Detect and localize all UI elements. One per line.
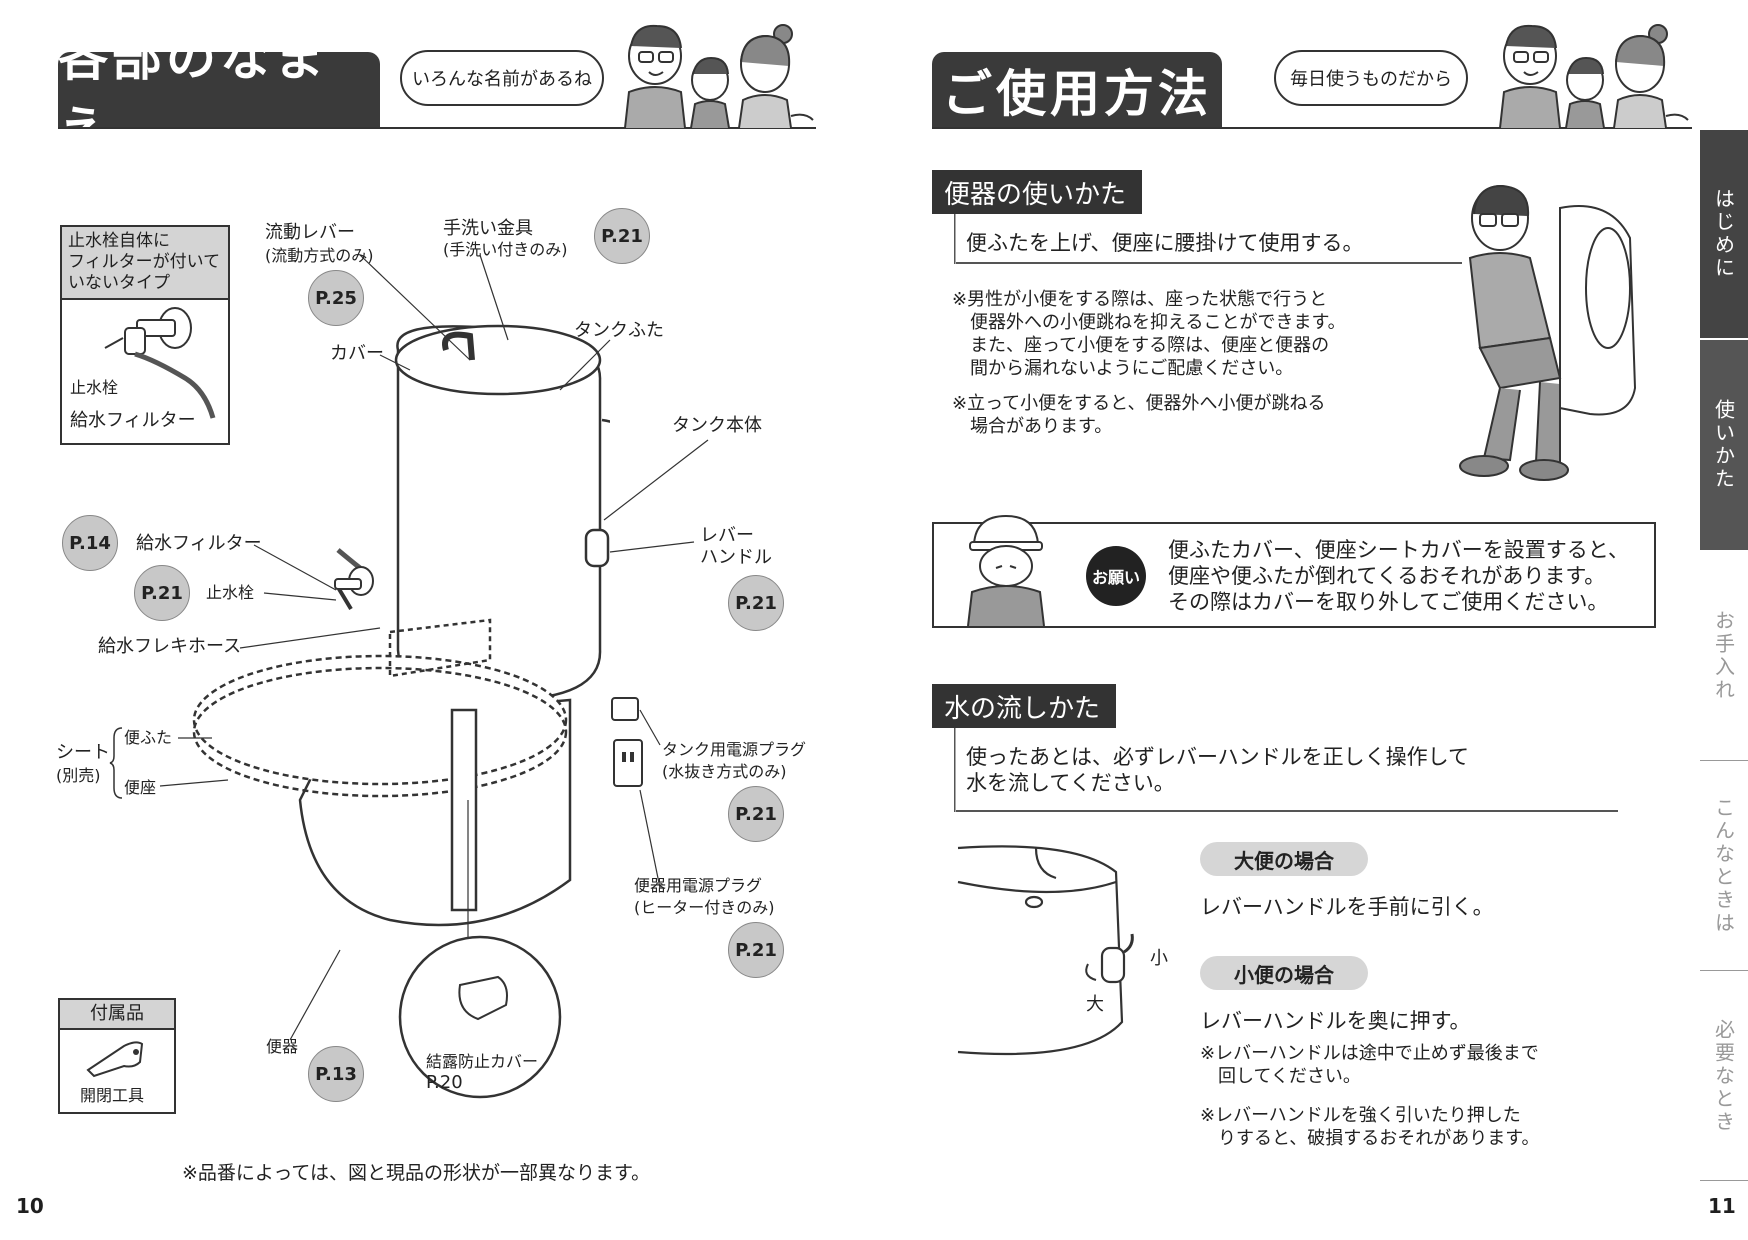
label-bowl-plug: 便器用電源プラグ [634, 876, 763, 895]
lever-mark-small: 小 [1150, 948, 1168, 969]
usage-note-1: ※男性が小便をする際は、座った状態で行うと 便器外への小便跳ねを抑えることができ… [952, 289, 1346, 379]
side-tab-care[interactable]: お手入れ [1711, 610, 1736, 702]
label-handwash: 手洗い金具 [443, 218, 533, 239]
side-tab-divider-3 [1700, 1180, 1748, 1181]
ref-bowl-plug[interactable]: P.21 [728, 922, 784, 978]
label-handwash-note: (手洗い付きのみ) [443, 240, 568, 259]
accessory-item: 開閉工具 [80, 1086, 145, 1105]
flush-bracket [954, 728, 956, 812]
small-text: レバーハンドルを奥に押す。 [1200, 1009, 1471, 1033]
pill-large: 大便の場合 [1200, 842, 1368, 876]
shutoff-valve-illustration [334, 566, 374, 611]
side-tab-usage[interactable]: 使いかた [1700, 340, 1748, 550]
request-box [932, 522, 1656, 628]
ref-lever-handle[interactable]: P.21 [728, 575, 784, 631]
label-shutoff-valve: 止水栓 [206, 583, 255, 602]
usage-lead: 便ふたを上げ、便座に腰掛けて使用する。 [966, 231, 1364, 255]
tank-plug-illustration [611, 697, 639, 721]
footnote-left: ※品番によっては、図と現品の形状が一部異なります。 [182, 1162, 651, 1184]
page-number-left: 10 [16, 1194, 44, 1218]
label-bowl-plug-note: (ヒーター付きのみ) [634, 898, 775, 917]
label-tank-plug: タンク用電源プラグ [662, 740, 807, 759]
request-text: 便ふたカバー、便座シートカバーを設置すると、 便座や便ふたが倒れてくるおそれがあ… [1168, 538, 1629, 614]
label-tank-lid: タンクふた [574, 320, 664, 341]
man-sitting-illustration [1459, 184, 1637, 481]
leader-lines [159, 254, 709, 1041]
side-tab-intro[interactable]: はじめに [1700, 130, 1748, 338]
label-seat-note: (別売) [56, 766, 101, 785]
label-supply-filter: 給水フィルター [136, 533, 262, 554]
large-text: レバーハンドルを手前に引く。 [1200, 895, 1494, 919]
flush-rule [956, 810, 1618, 812]
filter-box-heading: 止水栓自体に フィルターが付いて いないタイプ [62, 227, 228, 300]
lever-mark-large: 大 [1086, 994, 1104, 1015]
label-tank-plug-note: (水抜き方式のみ) [662, 762, 787, 781]
usage-rule [956, 262, 1462, 264]
label-bowl: 便器 [266, 1037, 299, 1056]
accessory-heading: 付属品 [60, 1000, 174, 1030]
title-rule-right [932, 127, 1692, 129]
family-illustration-right [1499, 24, 1689, 128]
label-lever-handle-1: レバー [700, 525, 754, 546]
ref-tank-plug[interactable]: P.21 [728, 786, 784, 842]
label-seat-ring: 便座 [124, 778, 157, 797]
usage-bracket [954, 214, 956, 264]
condensation-cover-circle [398, 935, 562, 1099]
filter-type-box: 止水栓自体に フィルターが付いて いないタイプ [60, 225, 230, 445]
section-head-usage: 便器の使いかた [932, 170, 1142, 214]
flush-note-2: ※レバーハンドルを強く引いたり押した りすると、破損するおそれがあります。 [1200, 1105, 1540, 1149]
label-cover: カバー [330, 343, 384, 364]
tank-closeup-illustration [957, 845, 1134, 1056]
label-tank-body: タンク本体 [672, 415, 762, 436]
label-lever-handle-2: ハンドル [700, 547, 772, 568]
flush-note-1: ※レバーハンドルは途中で止めず最後まで 回してください。 [1200, 1043, 1539, 1087]
label-condensation-cover: 結露防止カバー [426, 1052, 539, 1071]
label-lid: 便ふた [124, 728, 173, 747]
filter-box-valve-label: 止水栓 [70, 378, 119, 397]
page-number-right: 11 [1708, 1194, 1736, 1218]
shutoff-valve-small-illustration [104, 307, 216, 419]
toilet-diagram [192, 324, 610, 927]
label-seat: シート [56, 742, 110, 763]
speech-bubble-right: 毎日使うものだから [1274, 50, 1468, 106]
worker-illustration [967, 514, 1045, 626]
title-rule-left [58, 127, 816, 129]
ref-supply-filter[interactable]: P.14 [62, 515, 118, 571]
bowl-plug-illustration [613, 739, 643, 787]
ref-handwash[interactable]: P.21 [594, 208, 650, 264]
label-flush-lever: 流動レバー [265, 222, 355, 243]
ref-shutoff-valve[interactable]: P.21 [134, 565, 190, 621]
page-title-usage: ご使用方法 [932, 52, 1222, 128]
label-flush-lever-note: (流動方式のみ) [265, 246, 374, 265]
usage-note-2: ※立って小便をすると、便器外へ小便が跳ねる 場合があります。 [952, 393, 1326, 437]
label-condensation-page: P.20 [426, 1072, 463, 1093]
side-tab-divider-1 [1700, 760, 1748, 761]
seat-brace [109, 727, 123, 799]
request-badge: お願い [1086, 546, 1146, 606]
speech-bubble-left: いろんな名前があるね [400, 50, 604, 106]
filter-box-filter-label: 給水フィルター [70, 410, 196, 431]
opening-tool-icon [86, 1041, 144, 1078]
label-flex-hose: 給水フレキホース [98, 636, 242, 657]
family-illustration-left [624, 24, 814, 128]
side-tab-divider-2 [1700, 970, 1748, 971]
side-tab-trouble[interactable]: こんなときは [1711, 797, 1736, 935]
ref-flush-lever[interactable]: P.25 [308, 270, 364, 326]
ref-bowl[interactable]: P.13 [308, 1046, 364, 1102]
pill-small: 小便の場合 [1200, 956, 1368, 990]
flush-lead: 使ったあとは、必ずレバーハンドルを正しく操作して 水を流してください。 [966, 745, 1469, 795]
section-head-flush: 水の流しかた [932, 684, 1116, 728]
side-tab-when-needed[interactable]: 必要なとき [1711, 1018, 1736, 1134]
